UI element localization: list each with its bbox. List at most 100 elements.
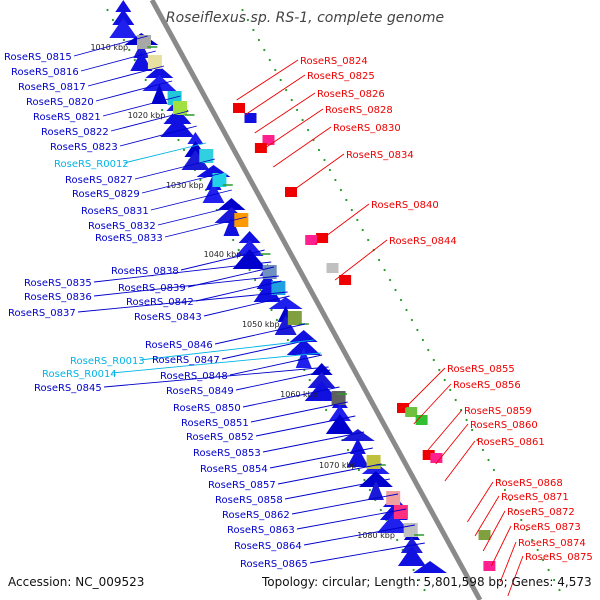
tick-dot [301,118,304,122]
tick-dot [182,148,186,152]
label-connector [139,339,314,361]
tick-dot [328,168,331,172]
tick-dot [421,338,424,342]
tick-dot [317,148,321,152]
label-connector [221,338,314,360]
label-connector [467,481,494,523]
left-gene-label: RoseRS_0849 [166,386,234,397]
tick-dot [177,138,180,142]
left-gene-label: RoseRS_0858 [215,495,283,506]
scale-label: 1080 kbp [357,531,395,540]
left-gene-label: RoseRS_R0012 [54,159,129,170]
left-gene-label: RoseRS_0848 [160,371,228,382]
label-connector [195,280,282,302]
feature-block [147,55,162,69]
minus-strand-gene [397,546,426,566]
label-connector [250,401,348,423]
tick-dot [308,378,311,382]
tick-dot [547,568,550,572]
left-gene-label: RoseRS_R0014 [42,369,117,380]
left-gene-label: RoseRS_0827 [65,175,133,186]
tick-dot [128,48,131,52]
plus-strand-gene [422,450,435,460]
left-gene-label: RoseRS_0852 [186,432,254,443]
minus-strand-gene [160,117,195,137]
tick-dot [432,358,435,362]
right-gene-label: RoseRS_0855 [447,364,515,375]
label-connector [474,495,500,537]
tick-dot [383,268,386,272]
left-gene-label: RoseRS_0833 [95,233,163,244]
label-connector [214,323,306,345]
genome-summary-text: Topology: circular; Length: 5,801,598 bp… [261,575,592,589]
tick-dot [525,528,528,532]
label-connector [236,59,299,101]
feature-block [287,311,302,325]
label-connector [87,65,165,87]
tick-dot [412,568,415,572]
label-connector [277,463,382,485]
left-gene-label: RoseRS_0829 [72,189,140,200]
left-gene-label: RoseRS_0847 [152,355,220,366]
tick-dot [241,8,244,12]
tick-dot [237,248,240,252]
left-gene-label: RoseRS_0862 [222,510,290,521]
left-gene-label: RoseRS_0854 [200,464,268,475]
left-gene-label: RoseRS_0864 [234,541,302,552]
label-connector [229,354,323,376]
minus-strand-gene [325,414,354,434]
tick-dot [558,588,561,592]
minus-strand-gene [253,282,282,302]
tick-dot [396,538,399,542]
label-connector [435,423,469,465]
label-connector [242,386,340,408]
label-connector [103,366,329,388]
minus-strand-gene [115,0,132,12]
label-connector [254,92,316,134]
plus-strand-gene [305,235,318,245]
right-gene-label: RoseRS_0824 [300,56,368,67]
right-gene-label: RoseRS_0872 [507,507,575,518]
tick-dot [449,388,452,392]
tick-dot [361,228,364,232]
tick-dot [443,378,446,382]
tick-dot [363,478,366,482]
label-connector [490,525,512,567]
label-connector [111,352,321,374]
tick-dot [323,158,326,162]
tick-dot [270,308,273,312]
minus-strand-gene [328,405,351,421]
feature-block [393,505,408,519]
left-gene-label: RoseRS_0837 [8,308,76,319]
minus-strand-gene [187,132,204,144]
tick-dot [111,18,114,22]
label-connectors [73,35,524,597]
label-connector [123,142,207,164]
left-gene-label: RoseRS_0821 [33,112,101,123]
genome-backbone [149,0,483,600]
plus-strand-gene [415,415,428,425]
right-gene-label: RoseRS_0868 [495,478,563,489]
minus-strand-gene [163,108,192,124]
label-connector [284,478,390,500]
tick-dot [427,348,430,352]
right-gene-label: RoseRS_0828 [325,105,393,116]
label-connector [134,158,216,180]
tick-dot [405,308,408,312]
tick-dot [232,238,235,242]
tick-dot [254,278,257,282]
left-gene-label: RoseRS_0836 [24,292,92,303]
plus-strand-gene [262,135,275,145]
label-connector [287,153,345,195]
minus-strand-gene [181,150,210,170]
label-connector [110,110,189,132]
right-gene-label: RoseRS_0844 [389,236,457,247]
feature-block [212,173,227,187]
left-gene-label: RoseRS_0853 [193,448,261,459]
tick-dot [379,508,382,512]
plus-strand-gene [244,113,257,123]
tick-dot [357,468,360,472]
tick-dot [378,258,381,262]
right-gene-label: RoseRS_0874 [518,538,586,549]
